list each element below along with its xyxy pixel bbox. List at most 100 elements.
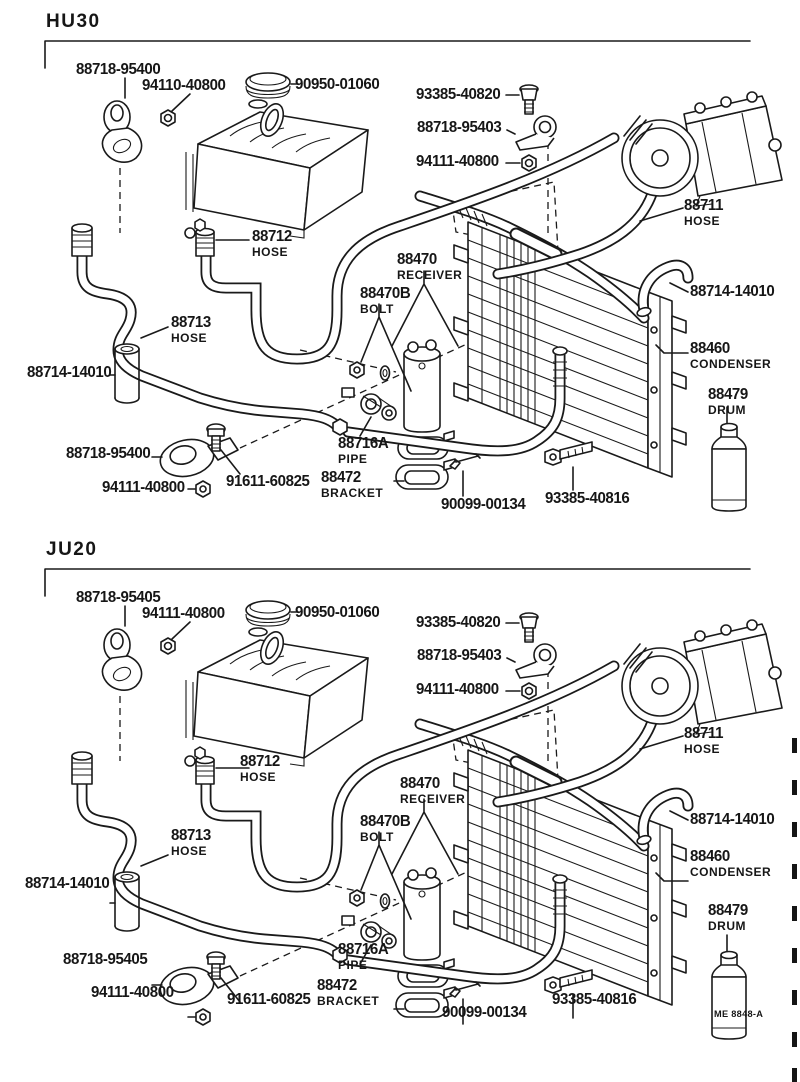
part-number: 88479 xyxy=(708,902,748,919)
part-number: 91611-60825 xyxy=(226,473,310,490)
part-label-nut-94111-upper: 94111-40800 xyxy=(416,154,501,170)
part-label-bolt-91611: 91611-60825 xyxy=(227,992,313,1008)
page-edge-mark xyxy=(792,990,797,1005)
part-label-bolt-93385-40820: 93385-40820 xyxy=(416,87,503,103)
part-number: 88711 xyxy=(684,725,724,742)
part-number: 88712 xyxy=(240,753,280,770)
part-label-grommet-lower-hu30: 88718-95400 xyxy=(66,446,153,462)
part-label-clamp-88718-95403: 88718-95403 xyxy=(417,648,504,664)
part-number: 93385-40820 xyxy=(416,86,501,103)
part-number: 88718-95400 xyxy=(76,61,161,78)
model-code-label: JU20 xyxy=(46,539,98,560)
part-label-nut-94111-lower: 94111-40800 xyxy=(91,985,176,1001)
part-number: 90099-00134 xyxy=(441,496,526,513)
part-number: 90099-00134 xyxy=(442,1004,527,1021)
part-number: 94111-40800 xyxy=(102,479,185,496)
part-label-cap-90950: 90950-01060 xyxy=(295,605,382,621)
part-name: RECEIVER xyxy=(400,791,466,806)
part-number: 94111-40800 xyxy=(416,153,499,170)
part-number: 88713 xyxy=(171,827,211,844)
part-name: BRACKET xyxy=(321,485,384,500)
part-number: 88470B xyxy=(360,285,411,302)
part-label-bolt-91611: 91611-60825 xyxy=(226,474,312,490)
part-label-grommet-upper-hu30: 88718-95400 xyxy=(76,62,163,78)
part-number: 88472 xyxy=(317,977,357,994)
part-label-tube-88714-right: 88714-14010 xyxy=(690,812,777,828)
part-name: HOSE xyxy=(171,330,208,345)
part-number: 94111-40800 xyxy=(91,984,174,1001)
part-label-nut-94111-top: 94111-40800 xyxy=(142,606,227,622)
part-number: 88718-95403 xyxy=(417,647,502,664)
part-number: 88714-14010 xyxy=(27,364,112,381)
part-number: 88712 xyxy=(252,228,292,245)
part-number: 88470 xyxy=(397,251,437,268)
page-edge-mark xyxy=(792,1068,797,1082)
part-number: 88714-14010 xyxy=(690,283,775,300)
part-name: BOLT xyxy=(360,301,394,316)
page-edge-mark xyxy=(792,864,797,879)
part-name: BOLT xyxy=(360,829,394,844)
part-name: HOSE xyxy=(684,741,721,756)
part-label-drawing-code: ME 8848-A xyxy=(714,1010,765,1020)
part-number: 90950-01060 xyxy=(295,604,380,621)
part-label-screw-90099: 90099-00134 xyxy=(441,497,528,513)
part-number: 88718-95403 xyxy=(417,119,502,136)
part-name: DRUM xyxy=(708,402,746,417)
part-label-tube-88714-left: 88714-14010 xyxy=(25,876,112,892)
part-number: 88472 xyxy=(321,469,361,486)
part-number: 88718-95405 xyxy=(63,951,148,968)
part-number: 88716A xyxy=(338,435,389,452)
page-edge-mark xyxy=(792,780,797,795)
page-edge-mark xyxy=(792,822,797,837)
part-label-tube-88714-right: 88714-14010 xyxy=(690,284,777,300)
part-number: 93385-40816 xyxy=(545,490,630,507)
part-label-grommet-upper-ju20: 88718-95405 xyxy=(76,590,163,606)
part-name: HOSE xyxy=(684,213,721,228)
page-edge-mark xyxy=(792,906,797,921)
part-name: CONDENSER xyxy=(690,356,772,371)
part-number: ME 8848-A xyxy=(714,1009,764,1020)
page-edge-mark xyxy=(792,1032,797,1047)
part-number: 88714-14010 xyxy=(25,875,110,892)
part-label-cap-90950: 90950-01060 xyxy=(295,77,382,93)
part-number: 94111-40800 xyxy=(416,681,499,698)
part-number: 88479 xyxy=(708,386,748,403)
part-name: HOSE xyxy=(240,769,277,784)
part-number: 88716A xyxy=(338,941,389,958)
part-number: 88460 xyxy=(690,848,730,865)
part-number: 88718-95400 xyxy=(66,445,151,462)
part-number: 88718-95405 xyxy=(76,589,161,606)
part-label-nut-94110: 94110-40800 xyxy=(142,78,228,94)
part-number: 94111-40800 xyxy=(142,605,225,622)
page-edge-mark xyxy=(792,948,797,963)
part-number: 88714-14010 xyxy=(690,811,775,828)
part-label-bolt-93385-40816: 93385-40816 xyxy=(552,992,639,1008)
part-number: 88470 xyxy=(400,775,440,792)
part-number: 90950-01060 xyxy=(295,76,380,93)
part-name: BRACKET xyxy=(317,993,380,1008)
part-name: HOSE xyxy=(171,843,208,858)
part-label-tube-88714-left: 88714-14010 xyxy=(27,365,114,381)
part-name: CONDENSER xyxy=(690,864,772,879)
part-label-screw-90099: 90099-00134 xyxy=(442,1005,529,1021)
part-label-bolt-93385-40820: 93385-40820 xyxy=(416,615,503,631)
part-number: 88470B xyxy=(360,813,411,830)
part-name: PIPE xyxy=(338,451,368,466)
part-name: HOSE xyxy=(252,244,289,259)
